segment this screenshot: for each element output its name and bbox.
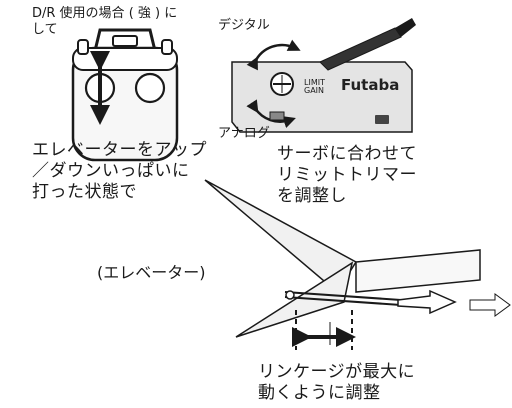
dual-rate-note-line1: D/R 使用の場合 ( 強 ) に [32, 6, 178, 21]
elevator-caption-line2: ／ダウンいっぱいに [32, 161, 190, 181]
analog-mode-label: アナログ [218, 126, 270, 141]
pushrod-direction-arrow [397, 289, 457, 315]
control-horn [285, 290, 295, 300]
dual-rate-note-line2: して [32, 22, 58, 37]
digital-mode-label: デジタル [218, 18, 270, 33]
elevator-caption-line1: エレベーターをアップ [32, 140, 207, 160]
right-stick-gimbal [134, 72, 166, 104]
digital-turn-arrow [246, 39, 301, 71]
led-window [375, 115, 389, 124]
transmitter-illustration [71, 28, 179, 162]
pushrod-direction-arrow-outer [469, 293, 511, 317]
transmitter-antenna-knobs [77, 39, 173, 55]
elevator-surface-label: (エレベーター) [97, 263, 206, 282]
receiver-unit [231, 18, 416, 133]
limit-gain-label-line2: GAIN [304, 86, 325, 95]
transmitter-handle [92, 28, 158, 56]
servo-caption-line2: リミットトリマー [277, 165, 417, 185]
elevator-caption-line3: 打った状態で [32, 182, 137, 202]
elevator-down-deflection [235, 261, 354, 338]
linkage-caption-line1: リンケージが最大に [258, 362, 416, 382]
elevator-assembly [204, 179, 511, 350]
servo-caption-line1: サーボに合わせて [277, 144, 417, 164]
futaba-brand-logo: Futaba [341, 76, 400, 94]
status-led [269, 111, 285, 121]
servo-caption-line3: を調整し [277, 186, 347, 206]
limit-gain-label-line1: LIMIT [304, 78, 325, 87]
horizontal-stabilizer [355, 249, 481, 293]
linkage-caption-line2: 動くように調整 [258, 383, 381, 403]
